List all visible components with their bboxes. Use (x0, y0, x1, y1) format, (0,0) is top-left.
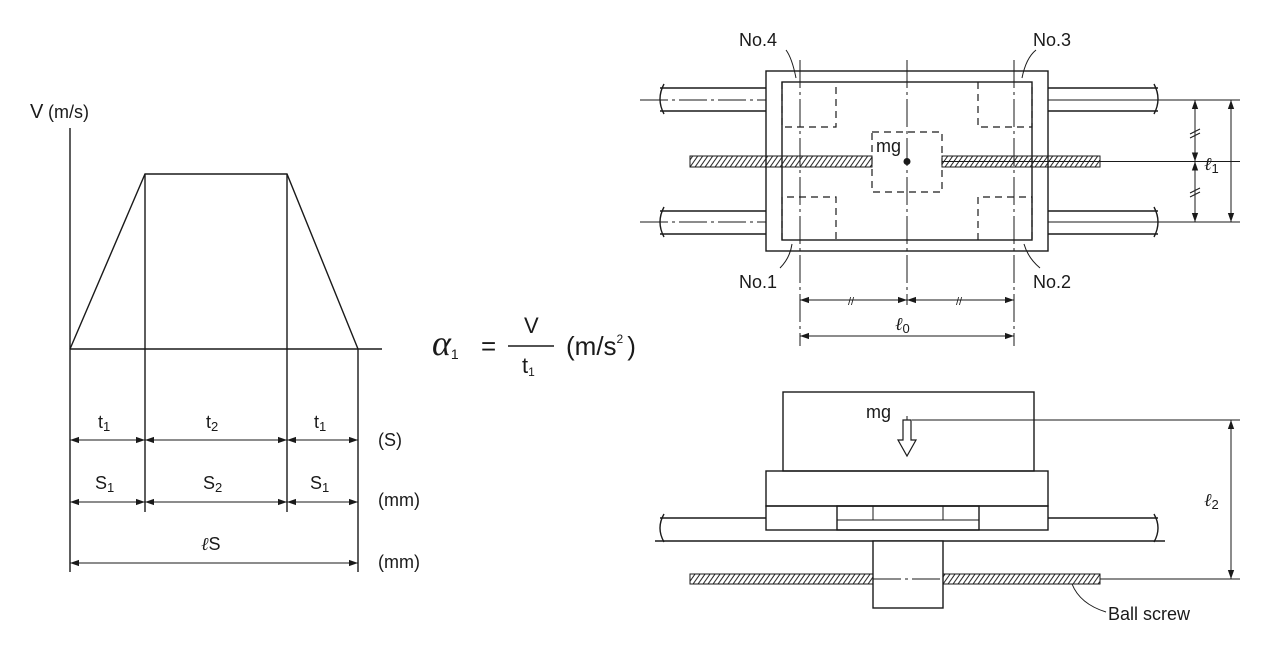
table-side (765, 470, 1049, 507)
rail-bottom-break-left (659, 206, 665, 238)
ball-screw-visible-left (765, 155, 873, 168)
label-no1: No.1 (739, 272, 777, 292)
carriage-side (765, 505, 1049, 531)
equal-mark-upper (1189, 128, 1201, 139)
label-s1-left: S1 (95, 473, 114, 495)
label-s1-right: S1 (310, 473, 329, 495)
formula-unit: (m/s2) (566, 331, 636, 361)
v-axis-label: V (30, 101, 44, 123)
formula-numerator: V (524, 313, 539, 338)
label-s2: S2 (203, 473, 222, 495)
rail-top-break-left (659, 83, 665, 115)
time-unit: (S) (378, 430, 402, 450)
acceleration-formula: α1 = V t1 (m/s2) (432, 313, 636, 379)
label-ball-screw: Ball screw (1108, 604, 1191, 624)
rail-side-break-right (1153, 513, 1159, 543)
label-no4: No.4 (739, 30, 777, 50)
velocity-profile (69, 173, 359, 350)
leader-ball-screw (1071, 583, 1107, 613)
side-view: mg ℓ2 Ball screw (655, 391, 1240, 624)
label-l2: ℓ2 (1204, 490, 1219, 512)
label-t1-right: t1 (314, 412, 326, 434)
v-axis-unit: (m/s) (48, 102, 89, 122)
formula-denominator: t1 (522, 353, 535, 379)
distance-unit: (mm) (378, 490, 420, 510)
label-ls: ℓS (201, 534, 221, 554)
label-mg-top: mg (876, 136, 901, 156)
total-unit: (mm) (378, 552, 420, 572)
equal-mark-right: // (956, 296, 963, 308)
equal-mark-lower (1189, 187, 1201, 198)
rail-side-break-left (659, 513, 665, 543)
leader-no1 (779, 243, 793, 269)
label-no3: No.3 (1033, 30, 1071, 50)
label-no2: No.2 (1033, 272, 1071, 292)
formula-alpha: α1 (432, 323, 459, 363)
label-t1-left: t1 (98, 412, 110, 434)
leader-no4 (785, 49, 797, 79)
rail-top-break-right (1153, 83, 1159, 115)
top-view: mg No.4 No.3 No.1 No.2 ℓ1 // // ℓ0 (640, 30, 1240, 346)
block-no3-hidden (977, 82, 1033, 128)
label-l0: ℓ0 (895, 314, 910, 336)
label-t2: t2 (206, 412, 218, 434)
leader-no2 (1023, 243, 1041, 269)
velocity-time-diagram: V (m/s) t1 t2 t1 (S) S1 S2 S1 (mm) ℓS (m… (30, 101, 420, 572)
load-point (903, 158, 911, 165)
nut-flange-side (836, 505, 980, 531)
load-arrow (896, 419, 918, 458)
formula-equals: = (481, 331, 496, 361)
ball-nut-side (872, 540, 944, 609)
label-mg-side: mg (866, 402, 891, 422)
label-l1: ℓ1 (1204, 154, 1219, 176)
block-no4-hidden (781, 82, 837, 128)
equal-mark-left: // (848, 296, 855, 308)
leader-no3 (1021, 49, 1037, 79)
